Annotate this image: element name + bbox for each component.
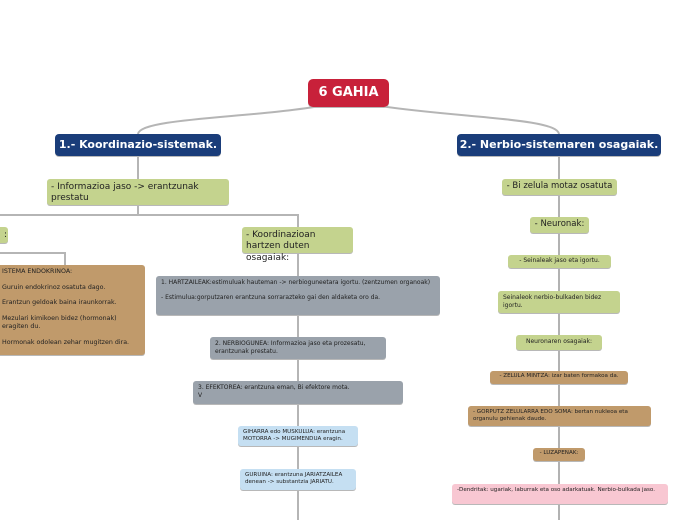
branch-nerbio-sistemaren-osagaiak[interactable]: 2.- Nerbio-sistemaren osagaiak.: [457, 134, 661, 156]
node-seinaleak[interactable]: - Seinaleak jaso eta igortu.: [508, 255, 611, 268]
branch-koordinazio-sistemak[interactable]: 1.- Koordinazio-sistemak.: [55, 134, 221, 156]
node-soma[interactable]: - GORPUTZ ZELULARRA EDO SOMA: bertan nuk…: [468, 406, 651, 426]
node-luzapenak[interactable]: - LUZAPENAK:: [533, 448, 585, 461]
node-informazioa[interactable]: - Informazioa jaso -> erantzunak prestat…: [47, 179, 229, 205]
node-seinaleok[interactable]: Seinaleok nerbio-bulkaden bidez igortu.: [498, 291, 620, 313]
node-left-cut[interactable]: :: [0, 227, 8, 243]
node-bi-zelula[interactable]: - Bi zelula motaz osatuta: [502, 179, 617, 195]
node-efektorea[interactable]: 3. EFEKTOREA: erantzuna eman, Bi efektor…: [193, 381, 403, 404]
node-guruina[interactable]: GURUINA: erantzuna JARIATZAILEA denean -…: [240, 469, 356, 490]
node-neuronak[interactable]: - Neuronak:: [530, 217, 589, 233]
node-hartzaileak[interactable]: 1. HARTZAILEAK:estimuluak hauteman -> ne…: [156, 276, 440, 315]
node-neuronaren-osagaiak[interactable]: Neuronaren osagaiak:: [516, 335, 602, 350]
node-zelula-mintza[interactable]: - ZELULA MINTZA: izar baten formakoa da.: [490, 371, 628, 384]
node-dendritak[interactable]: -Dendritak: ugariak, laburrak eta oso ad…: [452, 484, 668, 504]
node-osagaiak[interactable]: - Koordinazioan hartzen duten osagaiak:: [242, 227, 353, 263]
node-sistema-endokrinoa[interactable]: ISTEMA ENDOKRINOA: Guruin endokrinoz osa…: [0, 265, 145, 355]
root-topic[interactable]: 6 GAHIA: [308, 79, 389, 107]
node-giharra[interactable]: GIHARRA edo MUSKULUA: erantzuna MOTORRA …: [238, 426, 358, 446]
node-nerbiogunea[interactable]: 2. NERBIOGUNEA: Informazioa jaso eta pro…: [210, 337, 386, 359]
